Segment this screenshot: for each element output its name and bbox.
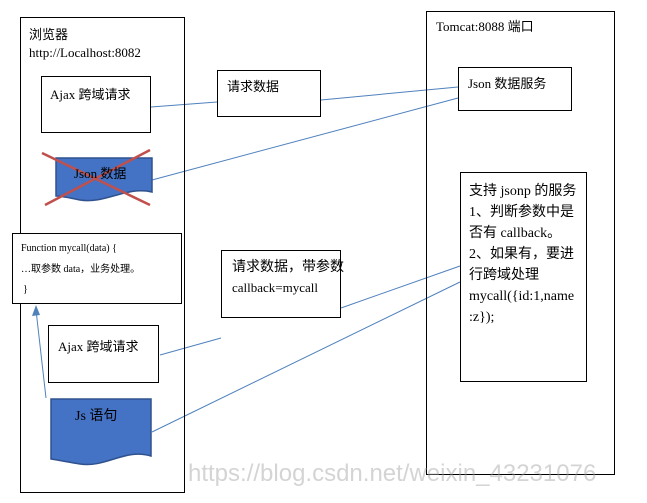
callback-function-line-3: }	[23, 284, 28, 295]
js-statement-label: Js 语句	[75, 409, 118, 424]
connector-json-data-to-json-service	[151, 97, 459, 181]
jsonp-service-box: 支持 jsonp 的服务 1、判断参数中是 否有 callback。 2、如果有…	[460, 172, 587, 382]
tomcat-container	[426, 11, 615, 475]
cross-line-2	[44, 148, 151, 207]
browser-address: http://Localhost:8082	[29, 45, 141, 60]
ajax-request-label-2: Ajax 跨域请求	[58, 339, 139, 354]
request-with-param-line-1: 请求数据，带参数	[232, 260, 344, 275]
watermark: https://blog.csdn.net/weixin_43231076	[188, 460, 597, 487]
callback-function-line-1: Function mycall(data) {	[21, 243, 117, 254]
js-statement-document-shape	[50, 398, 152, 466]
ajax-request-box-1: Ajax 跨域请求	[41, 76, 151, 133]
json-service-box: Json 数据服务	[458, 67, 572, 111]
json-service-label: Json 数据服务	[468, 76, 547, 91]
connector-js-statement-to-jsonp-service	[151, 281, 461, 433]
ajax-request-label-1: Ajax 跨域请求	[50, 87, 131, 102]
connector-request-label-to-json-service	[320, 86, 459, 101]
arrow-js-to-callback-shaft	[35, 309, 47, 399]
callback-function-box: Function mycall(data) { …取参数 data，业务处理。 …	[12, 233, 182, 304]
request-data-box: 请求数据	[217, 70, 321, 117]
connector-ajax2-to-request-param-label	[159, 337, 222, 356]
callback-function-line-2: …取参数 data，业务处理。	[21, 264, 141, 275]
connector-request-param-label-to-jsonp-service	[340, 265, 461, 309]
json-data-label: Json 数据	[74, 166, 127, 181]
request-with-param-line-2: callback=mycall	[232, 280, 319, 295]
tomcat-title: Tomcat:8088 端口	[436, 19, 534, 34]
request-with-param-box: 请求数据，带参数 callback=mycall	[221, 250, 344, 318]
ajax-request-box-2: Ajax 跨域请求	[48, 325, 159, 383]
jsonp-service-description: 支持 jsonp 的服务 1、判断参数中是 否有 callback。 2、如果有…	[469, 184, 577, 325]
arrow-js-to-callback-head	[32, 305, 40, 316]
browser-title: 浏览器	[29, 27, 69, 42]
request-data-label: 请求数据	[227, 79, 280, 94]
